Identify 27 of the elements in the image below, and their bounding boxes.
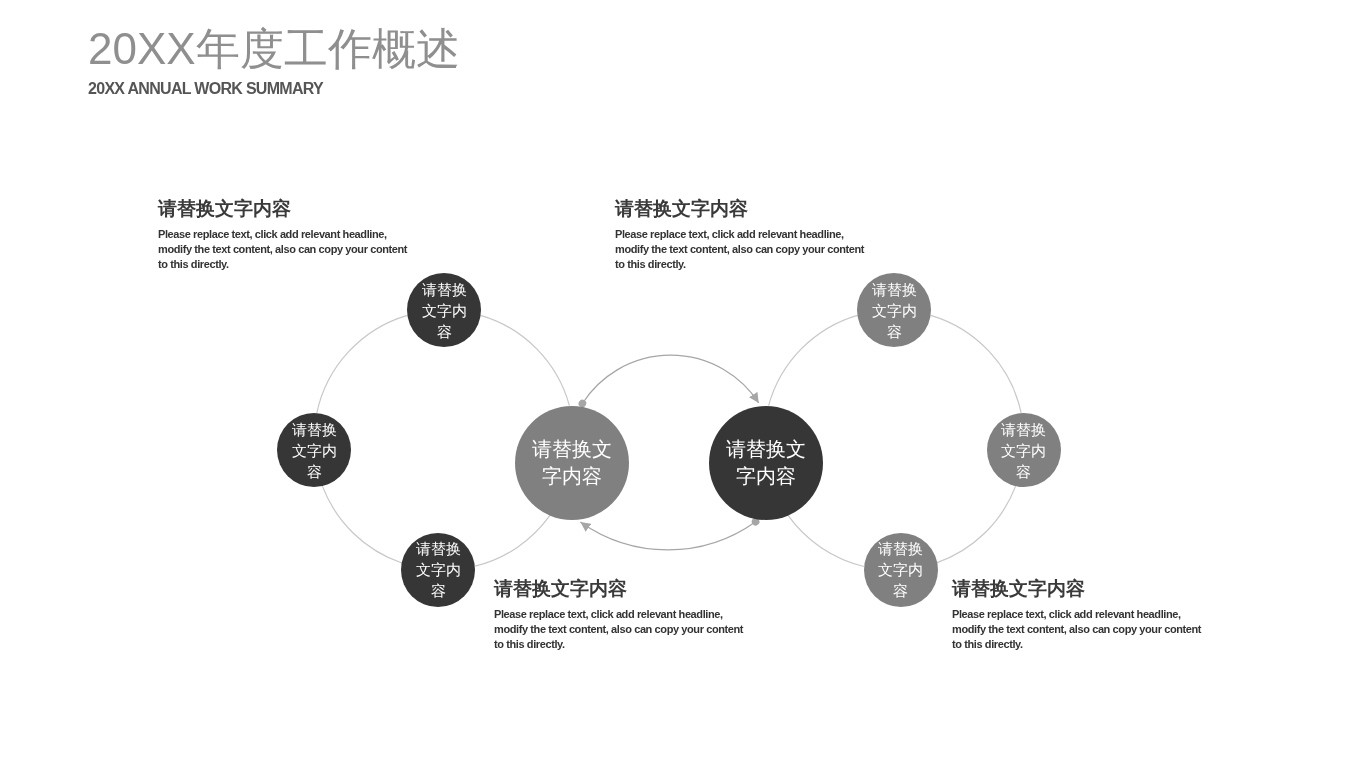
section-heading: 请替换文字内容 [615, 198, 748, 220]
section-heading: 请替换文字内容 [494, 578, 627, 600]
ring-arc [787, 514, 865, 568]
ring-arc [936, 485, 1017, 564]
ring-arc [768, 314, 858, 407]
subtitle: 20XX ANNUAL WORK SUMMARY [88, 79, 324, 98]
curved-arrow [579, 517, 760, 551]
ring-arc [474, 514, 551, 567]
node-text: 请替换文字内容 [870, 279, 918, 342]
page-title: 20XX年度工作概述 [88, 23, 460, 75]
node-text: 请替换文字内容 [1000, 419, 1048, 482]
ring-arc [316, 314, 408, 414]
section-heading: 请替换文字内容 [158, 198, 291, 220]
ring-arc [480, 314, 570, 407]
node-text: 请替换文字内容 [414, 539, 462, 602]
body-text: Please replace text, click add relevant headline, modify the text content, also can copy your content to this directly. [494, 607, 745, 652]
curved-arrow [578, 354, 760, 408]
body-text: Please replace text, click add relevant headline, modify the text content, also can copy your content to this directly. [615, 227, 866, 272]
body-text: Please replace text, click add relevant headline, modify the text content, also can copy your content to this directly. [158, 227, 409, 272]
node-text: 请替换文字内容 [420, 279, 468, 342]
node-text: 请替换文字内容 [531, 436, 613, 489]
body-text: Please replace text, click add relevant headline, modify the text content, also can copy your content to this directly. [952, 607, 1203, 652]
ring-arc [930, 314, 1022, 414]
ring-arc [321, 485, 403, 564]
node-text: 请替换文字内容 [290, 419, 338, 482]
node-text: 请替换文字内容 [877, 539, 925, 602]
node-text: 请替换文字内容 [725, 436, 807, 489]
